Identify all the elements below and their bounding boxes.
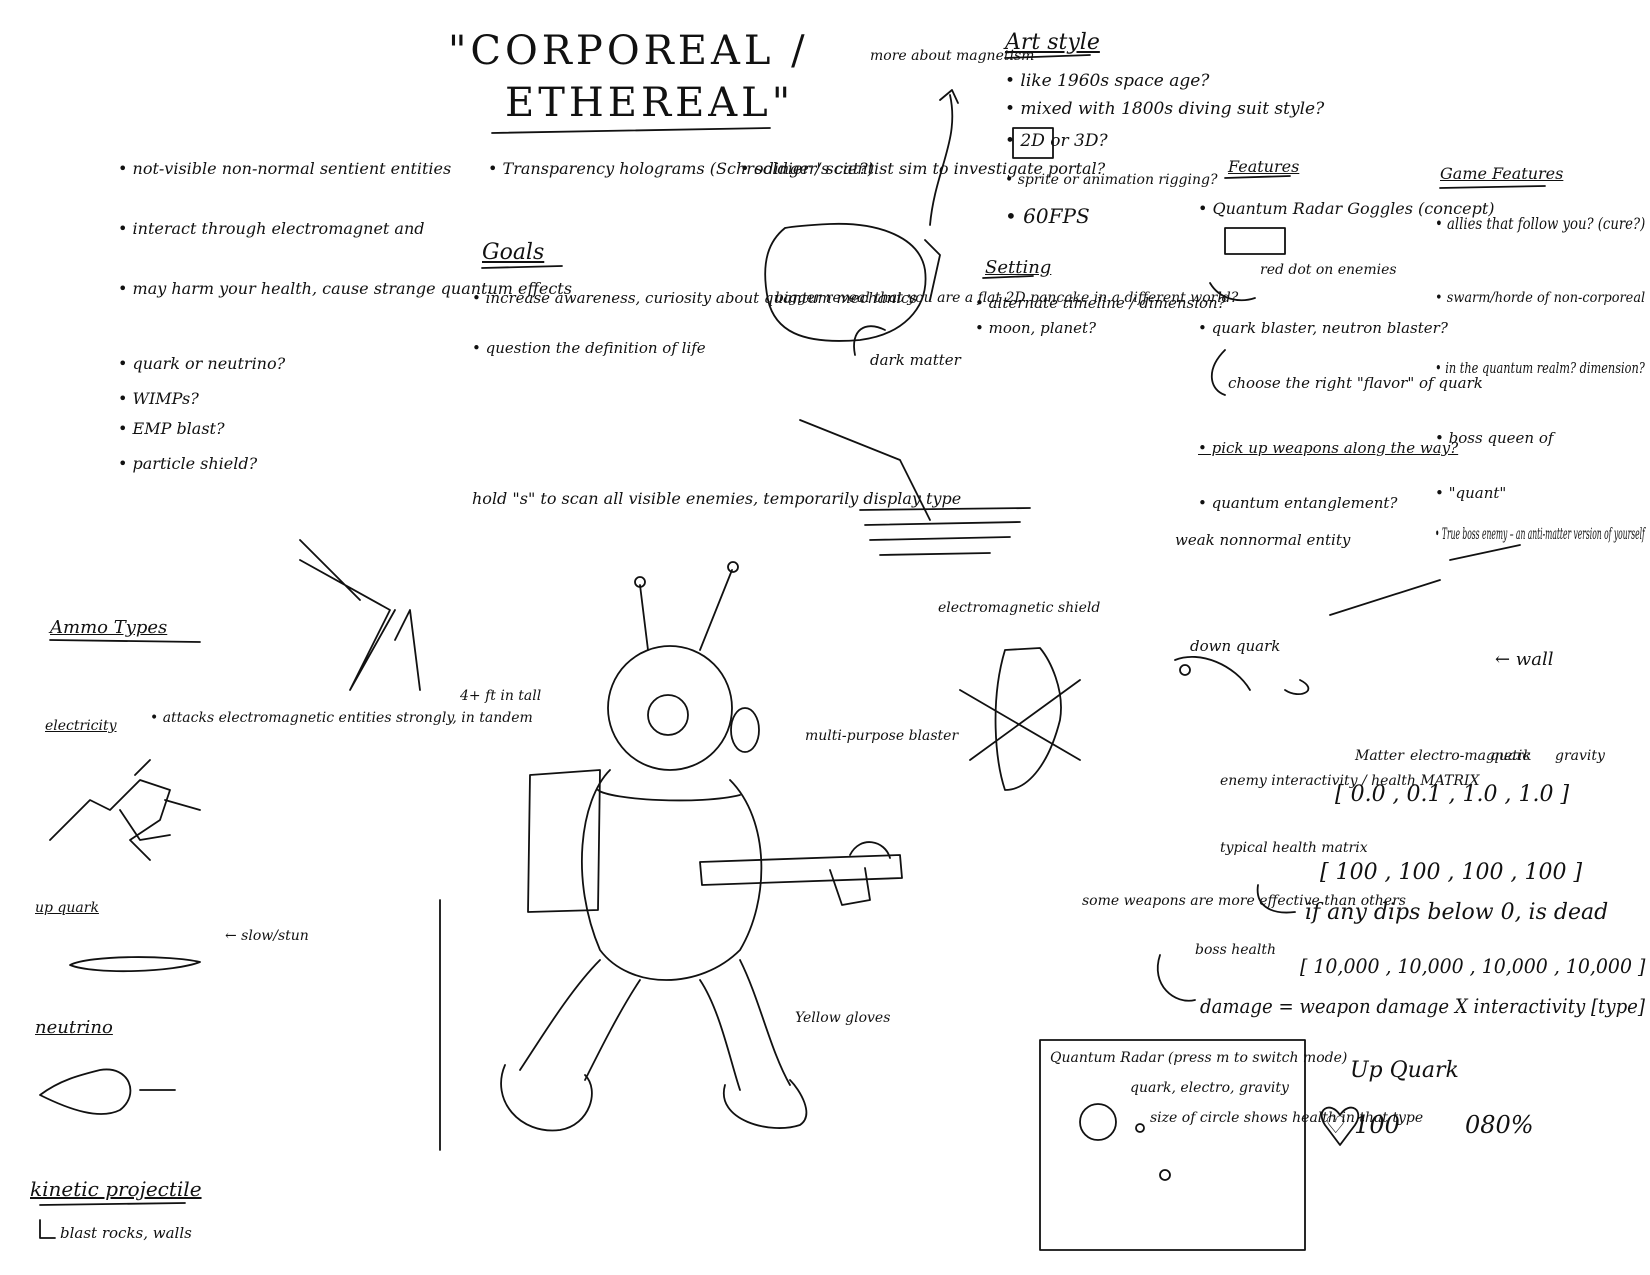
ammo-kinetic: kinetic projectile [30,1177,202,1201]
title-underline [491,127,771,134]
boss-values: [ 10,000 , 10,000 , 10,000 , 10,000 ] [1300,954,1646,978]
neutrino-sketch [39,1068,132,1115]
intro-item: • WIMPs? [118,389,199,408]
game-feature-item: • in the quantum realm? dimension? [1435,359,1645,377]
quark-sketch [69,956,201,973]
ammo-heading: Ammo Types [50,617,168,638]
interactivity-label: enemy interactivity / health MATRIX [1220,773,1480,789]
boss-label: boss health [1195,942,1276,958]
intro-item: • not-visible non-normal sentient entiti… [118,159,452,178]
intro-item: • may harm your health, cause strange qu… [118,279,572,298]
setting-item: • alternate timeline / dimension? [975,294,1226,312]
weak-entity-note: weak nonnormal entity [1175,531,1351,549]
game-features-heading: Game Features [1440,164,1564,183]
wall-note: ← wall [1495,649,1554,670]
lightning-scribble [299,539,396,691]
dark-matter-note: dark matter [870,351,961,369]
page-title: "CORPOREAL / [448,28,809,74]
ammo-quark: up quark [35,900,99,916]
art-style-item: • sprite or animation rigging? [1005,172,1218,188]
shield-note: electromagnetic shield [938,600,1101,616]
blaster-note: multi-purpose blaster [805,728,959,744]
feature-item: choose the right "flavor" of quark [1228,374,1483,392]
art-style-item: • 60FPS [1005,204,1090,228]
tall-note: 4+ ft in tall [460,688,542,704]
ammo-electricity: electricity [45,718,117,734]
electricity-sketch [49,779,171,861]
art-style-item: • mixed with 1800s diving suit style? [1005,99,1325,119]
matrix-header: electro-magnetic [1410,748,1531,764]
radar-box-frame [1039,1039,1306,1251]
magnetism-note: more about magnetism [870,48,1035,64]
features-heading: Features [1228,157,1300,176]
hud-label: Up Quark [1350,1058,1459,1083]
intro-item: • interact through electromagnet and [118,219,425,238]
pancake-note: bigger reveal that you are a flat 2D pan… [775,290,1239,306]
setting-heading: Setting [985,257,1052,278]
interactivity-values: [ 0.0 , 0.1 , 1.0 , 1.0 ] [1335,782,1570,807]
ammo-slow-note: ← slow/stun [225,928,309,944]
transparency-note: • Transparency holograms (Schrodinger's … [488,159,874,178]
radar-note: size of circle shows health in that type [1150,1110,1424,1126]
game-feature-item: • True boss enemy – an anti-matter versi… [1435,524,1645,543]
game-feature-item: • boss queen of [1435,429,1554,447]
pancake-bubble [764,222,927,342]
radar-modes: quark, electro, gravity [1130,1080,1289,1096]
damage-formula: damage = weapon damage X interactivity [… [1200,994,1645,1018]
art-style-item: • like 1960s space age? [1005,71,1210,91]
typical-label: typical health matrix [1220,840,1368,856]
feature-item: • Quantum Radar Goggles (concept) [1198,199,1495,218]
soldier-note: • soldier / scientist sim to investigate… [740,159,1106,178]
shield-shape [994,647,1062,791]
feature-item: • quantum entanglement? [1198,494,1398,512]
weapons-note: some weapons are more effective than oth… [1082,893,1406,909]
art-style-item: • 2D or 3D? [1005,131,1108,151]
ammo-neutrino: neutrino [35,1017,113,1038]
feature-item: • quark blaster, neutron blaster? [1198,319,1448,337]
astronaut-figure [500,561,903,1132]
feature-item: red dot on enemies [1260,262,1397,278]
ammo-kinetic-note: blast rocks, walls [60,1224,192,1242]
down-quark-note: down quark [1190,637,1281,655]
game-feature-item: • swarm/horde of non-corporeal [1435,290,1646,306]
dead-note: if any dips below 0, is dead [1305,900,1609,925]
matrix-header: gravity [1555,748,1605,764]
game-feature-item: • "quant" [1435,484,1507,502]
goal-item: • question the definition of life [472,339,706,357]
goal-item: • increase awareness, curiosity about qu… [472,289,918,307]
art-style-heading: Art style [1005,30,1100,55]
ammo-electricity-note: • attacks electromagnetic entities stron… [150,710,533,726]
hold-scan-note: hold "s" to scan all visible enemies, te… [472,489,962,508]
typical-values: [ 100 , 100 , 100 , 100 ] [1320,860,1583,885]
hud-percent: 080% [1465,1111,1534,1139]
page-subtitle: ETHEREAL" [505,80,795,126]
matrix-header: quark [1490,748,1532,764]
radar-title: Quantum Radar (press m to switch mode) [1050,1050,1348,1066]
matrix-header: Matter [1355,748,1404,764]
game-feature-item: • allies that follow you? (cure?) [1435,214,1646,233]
goals-heading: Goals [482,240,545,265]
setting-item: • moon, planet? [975,319,1097,337]
intro-item: • EMP blast? [118,419,225,438]
hud-health: ♡ 100 [1325,1111,1400,1139]
heart-sketch [1320,1106,1360,1146]
yellow-gloves-note: Yellow gloves [795,1010,891,1026]
intro-item: • particle shield? [118,454,258,473]
intro-item: • quark or neutrino? [118,354,286,373]
feature-item: • pick up weapons along the way? [1198,439,1459,457]
